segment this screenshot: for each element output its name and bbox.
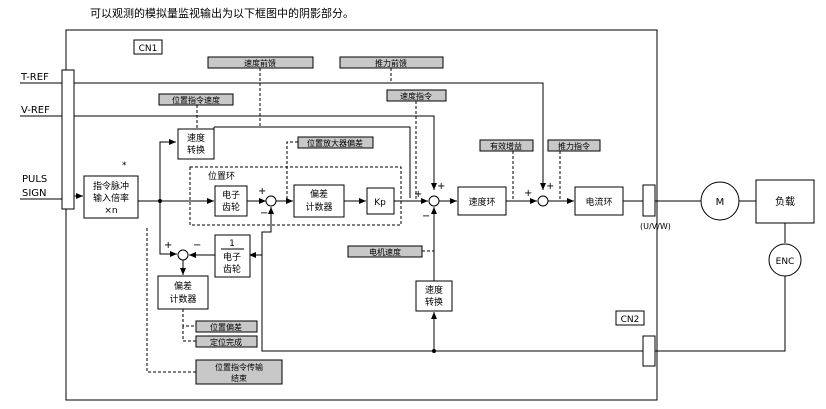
position-loop-label: 位置环 [208, 170, 235, 182]
electronic-gear-line1: 电子 [222, 189, 240, 201]
pulse-multiplier-line1: 指令脉冲 [93, 180, 129, 192]
sign-label: SIGN [22, 188, 47, 199]
thrust-sum-junction [537, 195, 549, 207]
cn2-terminal [642, 335, 656, 367]
deviation-counter-line2: 计数器 [305, 201, 332, 213]
tag-position-command-done-line2: 结束 [231, 373, 247, 383]
bottom-sum-minus: − [193, 240, 201, 251]
inverse-gear-line1: 电子 [223, 251, 241, 263]
tag-speed-command-label: 速度指令 [400, 91, 432, 101]
load-label: 负载 [775, 195, 795, 208]
speed-convert-top-line2: 转换 [187, 144, 205, 156]
tag-thrust-command [547, 139, 601, 152]
cn2-label: CN2 [621, 315, 640, 325]
speed-convert-top-line1: 速度 [187, 132, 205, 144]
tag-thrust-command-label: 推力指令 [558, 141, 590, 151]
position-sum-junction [265, 195, 277, 207]
pulse-multiplier-block [83, 175, 139, 219]
thrust-sum-plus-left: + [524, 188, 532, 199]
tag-position-command-done-line1: 位置指令传输 [215, 362, 263, 372]
electronic-gear-line2: 齿轮 [222, 201, 240, 213]
current-loop-label: 电流环 [585, 196, 612, 208]
speed-sum-minus: − [422, 211, 430, 222]
speed-sum-plus-left: + [414, 189, 422, 200]
speed-sum-junction [428, 195, 440, 207]
cn1-terminal [61, 69, 75, 210]
deviation-counter-line1: 偏差 [310, 188, 328, 200]
tag-position-command-done [195, 359, 283, 385]
deviation-counter-block [293, 184, 345, 218]
kp-label: Kp [374, 198, 386, 208]
tag-speed-feedforward-label: 速度前馈 [244, 58, 276, 68]
pulse-multiplier-line3: ×n [104, 206, 117, 216]
inverse-gear-line2: 齿轮 [223, 263, 241, 275]
deviation-counter-2-block [157, 275, 209, 310]
tag-effective-gain [479, 139, 534, 152]
tag-positioning-complete-label: 定位完成 [210, 337, 242, 347]
load-block [755, 179, 815, 224]
electronic-gear-block [214, 185, 248, 217]
speed-loop-label: 速度环 [468, 196, 495, 208]
pulse-multiplier-line2: 输入倍率 [93, 192, 129, 204]
bottom-sum-junction [177, 249, 189, 261]
tag-position-amp-deviation-label: 位置放大器偏差 [307, 138, 363, 148]
speed-sum-plus-top: + [437, 181, 445, 192]
position-sum-plus: + [258, 186, 266, 197]
deviation-counter-2-line1: 偏差 [174, 280, 192, 292]
deviation-counter-2-line2: 计数器 [169, 293, 196, 305]
inverse-gear-numerator: 1 [229, 239, 235, 249]
speed-convert-bottom-line2: 转换 [425, 296, 443, 308]
position-loop-frame [189, 166, 402, 226]
speed-convert-bottom-line1: 速度 [425, 284, 443, 296]
uvw-label: (U/V/W) [640, 222, 671, 231]
caption: 可以观测的模拟量监视输出为以下框图中的阴影部分。 [90, 6, 354, 20]
cn1-label-box [133, 39, 163, 55]
tag-position-deviation [195, 320, 258, 333]
speed-convert-top-block [177, 128, 215, 160]
v-ref-label: V-REF [21, 105, 50, 116]
tag-position-command-speed [158, 93, 234, 106]
puls-label: PULS [22, 174, 47, 185]
encoder-label: ENC [776, 257, 795, 267]
tag-effective-gain-label: 有效增益 [490, 141, 522, 151]
inverse-gear-block [214, 234, 251, 278]
tag-motor-speed-label: 电机速度 [369, 247, 401, 257]
tag-position-deviation-label: 位置偏差 [210, 322, 242, 332]
cn1-label: CN1 [139, 44, 158, 54]
output-terminal [642, 184, 656, 217]
kp-block [366, 187, 395, 215]
motor-label: M [716, 197, 725, 208]
controller-frame [65, 29, 658, 401]
asterisk-mark: * [122, 161, 127, 171]
cn2-label-box [615, 310, 645, 326]
current-loop-block [574, 186, 624, 216]
position-sum-minus: − [260, 208, 268, 219]
t-ref-label: T-REF [20, 72, 49, 83]
tag-thrust-feedforward-label: 推力前馈 [375, 58, 407, 68]
thrust-sum-plus-top: + [546, 181, 554, 192]
tag-position-command-speed-label: 位置指令速度 [172, 95, 220, 105]
bottom-sum-plus: + [164, 240, 172, 251]
speed-loop-block [457, 186, 507, 216]
